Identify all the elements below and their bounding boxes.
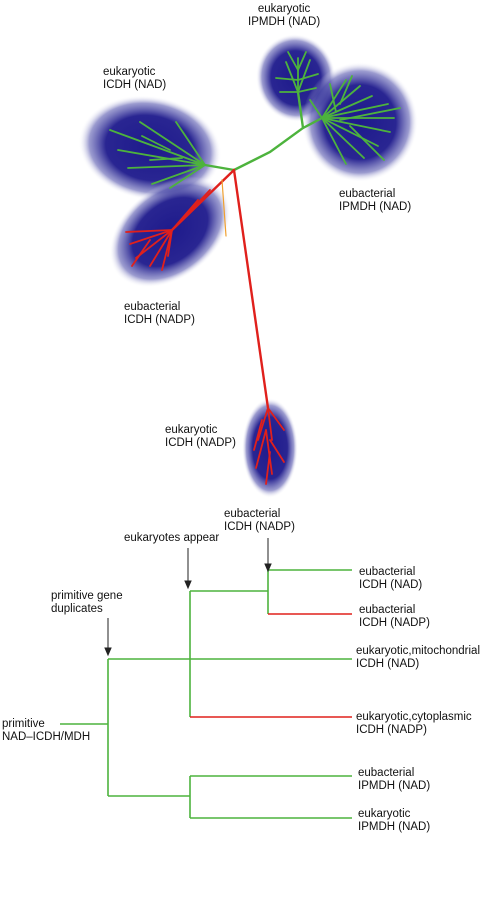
branch-backbone-green [232,90,305,172]
leaf-label-eubact-icdh-nadp: eubacterial ICDH (NADP) [359,604,430,629]
annotation-eubact-icdh-nadp: eubacterial ICDH (NADP) [224,508,295,533]
label-euk-icdh-nadp: eukaryotic ICDH (NADP) [165,424,236,449]
rooted-tree [60,569,352,819]
cluster-eubact-ipmdh-nad [309,75,401,165]
root-label: primitive NAD–ICDH/MDH [2,718,91,743]
cluster-euk-icdh-nadp [253,407,285,485]
branch-to-euk-icdh-nad [203,163,236,172]
branch-orange-arrow [221,179,227,237]
leaf-label-euk-cyto-icdh-nadp: eukaryotic,cytoplasmic ICDH (NADP) [356,711,472,736]
annotation-primitive-gene-duplicates: primitive gene duplicates [51,590,123,615]
clade-eubact-ipmdh-nad [302,62,418,182]
unrooted-branches [109,51,401,485]
leaf-label-eubact-icdh-nad: eubacterial ICDH (NAD) [359,566,423,591]
cluster-euk-icdh-nad [109,121,206,189]
label-eubact-ipmdh-nad: eubacterial IPMDH (NAD) [339,188,412,213]
cluster-eubact-icdh-nadp [125,189,211,271]
clade-euk-icdh-nad [78,95,222,201]
label-euk-icdh-nad: eukaryotic ICDH (NAD) [103,66,167,91]
label-eubact-icdh-nadp: eubacterial ICDH (NADP) [124,301,195,326]
cluster-euk-ipmdh-nad [275,51,319,93]
branch-to-ipmdh-cluster [301,116,324,130]
annotation-eukaryotes-appear: eukaryotes appear [124,532,220,544]
leaf-label-euk-ipmdh-nad: eukaryotic IPMDH (NAD) [358,808,431,833]
branch-long-red [232,168,270,410]
clade-euk-icdh-nadp [242,398,298,498]
leaf-label-euk-mito-icdh-nad: eukaryotic,mitochondrial ICDH (NAD) [356,645,481,670]
label-euk-ipmdh-nad: eukaryotic IPMDH (NAD) [248,3,321,28]
annotation-arrows [104,538,272,657]
leaf-label-eubact-ipmdh-nad: eubacterial IPMDH (NAD) [358,767,431,792]
